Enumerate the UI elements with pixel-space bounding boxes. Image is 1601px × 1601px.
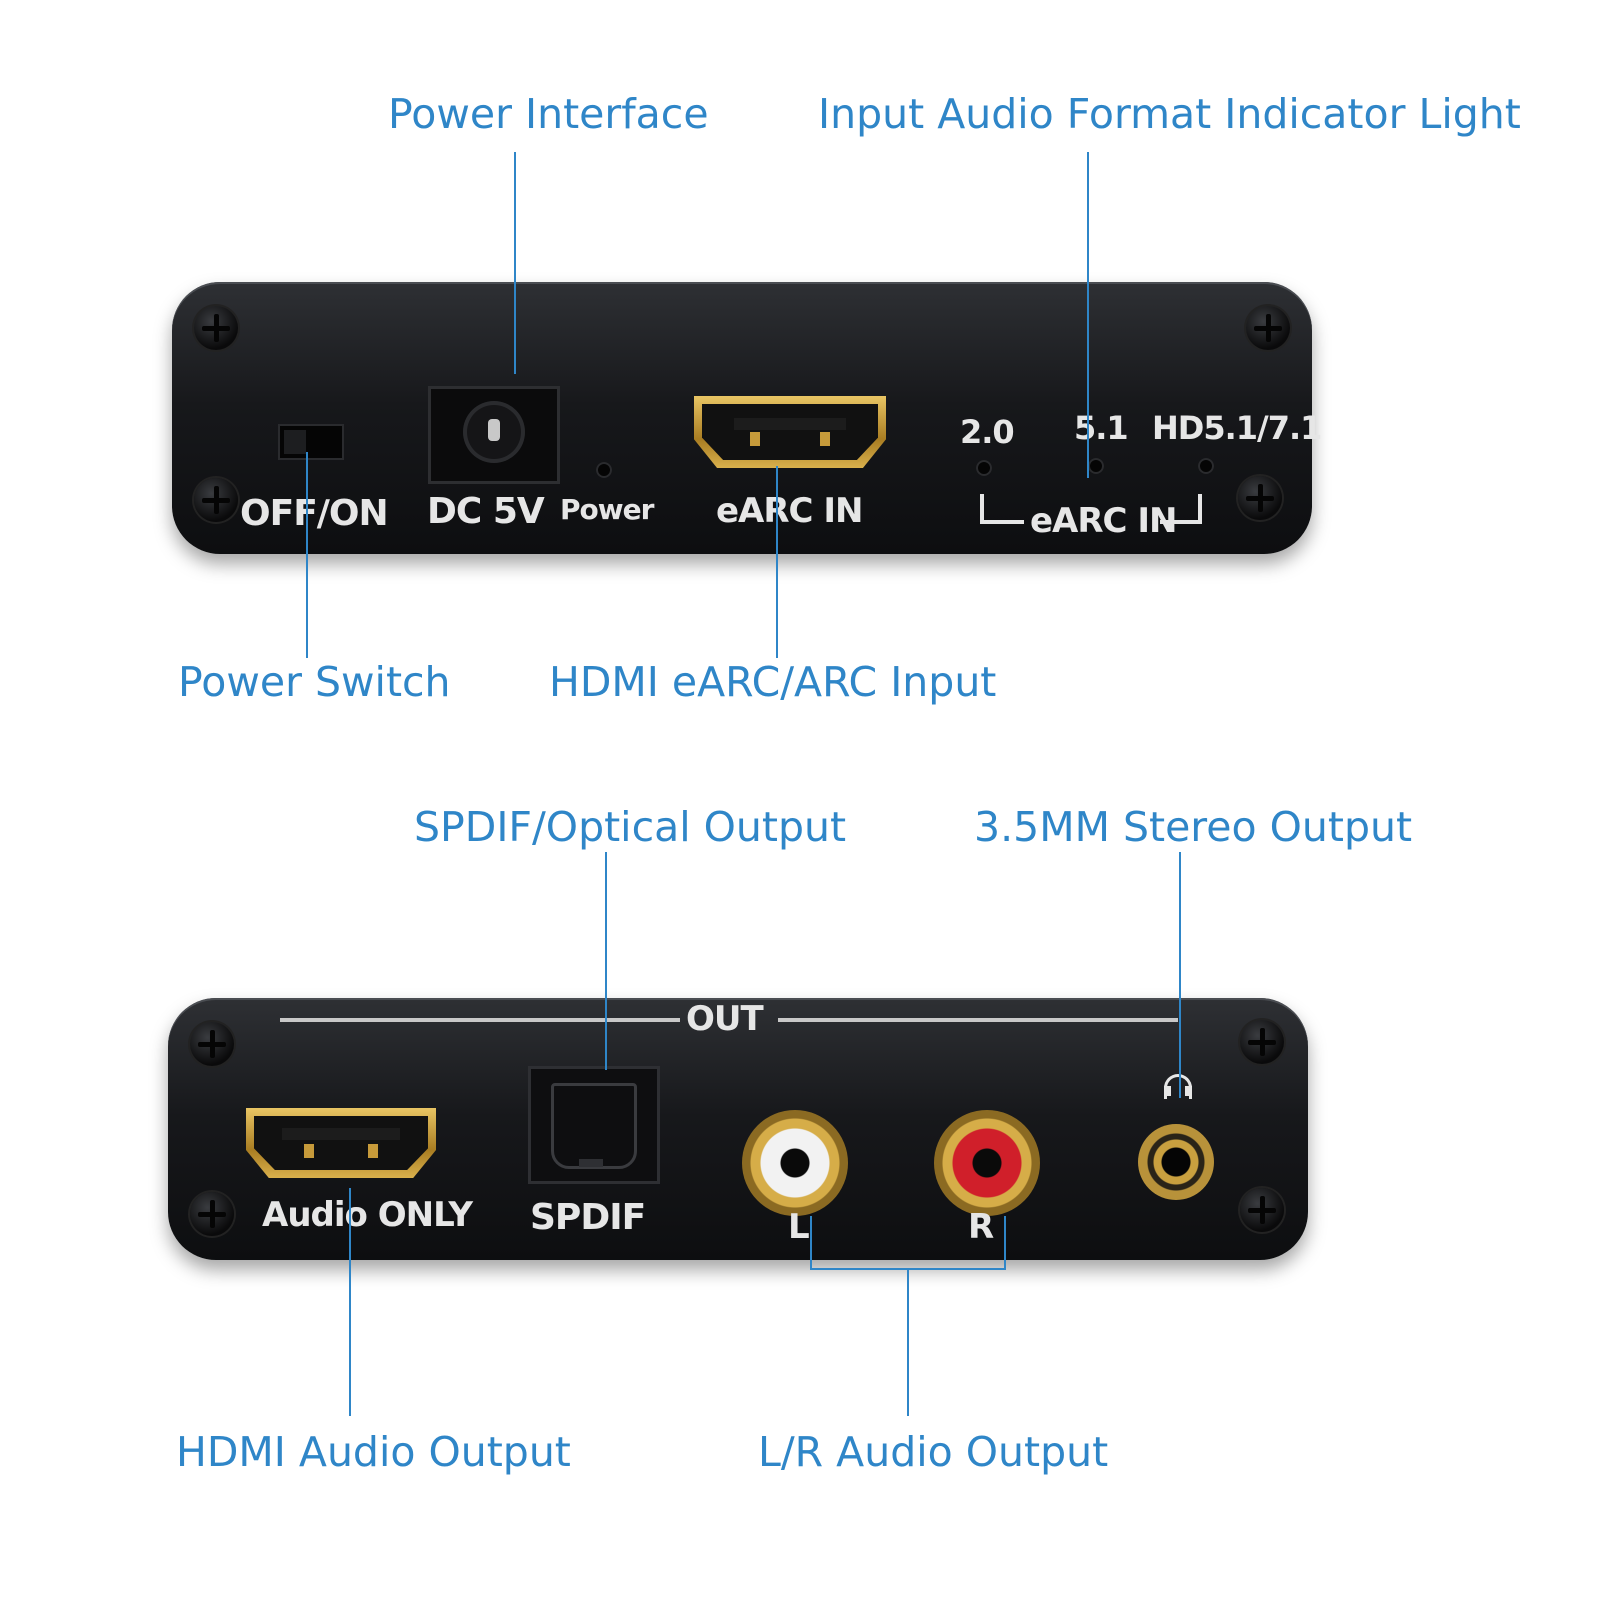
top-device-panel: OFF/ON DC 5V Power eARC IN 2.0 5.1 HD5.1… [172,282,1322,554]
led-hd [1198,458,1214,474]
screw-icon [1240,1020,1284,1064]
led-5-1 [1088,458,1104,474]
out-rail [280,1018,680,1022]
led-2-0-label: 2.0 [960,413,1015,451]
screw-icon [190,1022,234,1066]
spdif-label: SPDIF [530,1197,646,1238]
callout-spdif-output: SPDIF/Optical Output [414,803,847,851]
switch-knob[interactable] [284,430,306,454]
led-5-1-label: 5.1 [1074,409,1129,447]
audio-only-label: Audio ONLY [262,1195,473,1235]
callout-input-indicator: Input Audio Format Indicator Light [818,90,1521,138]
screw-icon [1238,476,1282,520]
earc-in-label: eARC IN [716,491,863,531]
indicator-bracket [1198,494,1202,524]
off-on-label: OFF/ON [240,493,389,534]
led-2-0 [976,460,992,476]
screw-icon [194,306,238,350]
out-rail [778,1018,1178,1022]
power-led-label: Power [560,493,654,526]
spdif-optical-port[interactable] [528,1066,660,1184]
out-label: OUT [686,999,764,1039]
leader-power-switch [306,452,308,658]
screw-icon [1240,1188,1284,1232]
dc-5v-label: DC 5V [427,491,545,532]
indicator-bracket [980,520,1024,524]
earc-in-group-label: eARC IN [1030,501,1177,541]
screw-icon [1246,306,1290,350]
indicator-bracket [1160,520,1202,524]
leader-stereo-output [1179,852,1181,1098]
leader-power-interface [514,152,516,374]
callout-power-interface: Power Interface [388,90,709,138]
leader-lr-left [810,1216,812,1270]
power-switch[interactable] [278,424,344,460]
power-led [596,462,612,478]
hdmi-earc-in-port[interactable] [694,396,886,468]
stereo-3-5mm-jack[interactable] [1138,1124,1214,1200]
headphone-icon [1164,1074,1192,1099]
leader-input-indicator [1087,152,1089,478]
rca-left-label: L [788,1207,810,1247]
screw-icon [194,478,238,522]
hdmi-audio-out-port[interactable] [246,1108,436,1178]
callout-hdmi-earc-input: HDMI eARC/ARC Input [549,658,997,706]
leader-lr-audio-output [907,1268,909,1416]
callout-hdmi-audio-output: HDMI Audio Output [176,1428,571,1476]
leader-spdif-output [605,852,607,1070]
rca-left-port[interactable] [742,1110,848,1216]
leader-hdmi-audio-output [349,1188,351,1416]
leader-hdmi-earc-input [776,466,778,658]
callout-power-switch: Power Switch [178,658,451,706]
screw-icon [190,1192,234,1236]
callout-lr-audio-output: L/R Audio Output [758,1428,1109,1476]
dc-power-jack[interactable] [428,386,560,484]
leader-lr-right [1004,1216,1006,1270]
rca-right-label: R [968,1207,994,1247]
rca-right-port[interactable] [934,1110,1040,1216]
bottom-device-panel: OUT Audio ONLY SPDIF L R [168,998,1308,1260]
indicator-bracket [980,494,984,524]
led-hd-label: HD5.1/7.1 [1152,409,1322,447]
callout-stereo-output: 3.5MM Stereo Output [974,803,1413,851]
